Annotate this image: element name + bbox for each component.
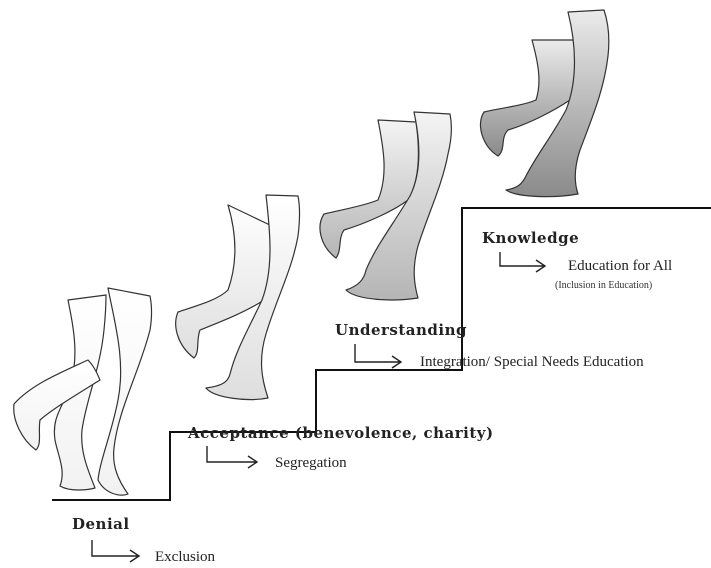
stage-knowledge: Knowledge Education for All (Inclusion i… (482, 229, 672, 291)
stage-outcome-understanding: Integration/ Special Needs Education (420, 354, 644, 370)
stage-title-understanding: Understanding (335, 321, 467, 339)
stage-title-acceptance: Acceptance (benevolence, charity) (187, 424, 494, 442)
stage-outcome-knowledge: Education for All (568, 258, 672, 274)
stage-denial: Denial Exclusion (72, 515, 215, 565)
stage-outcome-acceptance: Segregation (275, 455, 347, 471)
stage-understanding: Understanding Integration/ Special Needs… (335, 321, 644, 370)
arrow-connector-icon (207, 446, 257, 468)
stage-title-denial: Denial (72, 515, 130, 533)
legs-understanding-icon (320, 112, 451, 300)
arrow-connector-icon (92, 540, 139, 562)
stage-outcome-denial: Exclusion (155, 549, 215, 565)
legs-knowledge-icon (480, 10, 608, 197)
stage-title-knowledge: Knowledge (482, 229, 579, 247)
stage-acceptance: Acceptance (benevolence, charity) Segreg… (187, 424, 494, 471)
arrow-connector-icon (355, 344, 401, 368)
legs-acceptance-icon (176, 195, 300, 400)
stage-note-knowledge: (Inclusion in Education) (555, 280, 652, 291)
legs-denial-icon (14, 288, 152, 495)
arrow-connector-icon (500, 252, 545, 272)
